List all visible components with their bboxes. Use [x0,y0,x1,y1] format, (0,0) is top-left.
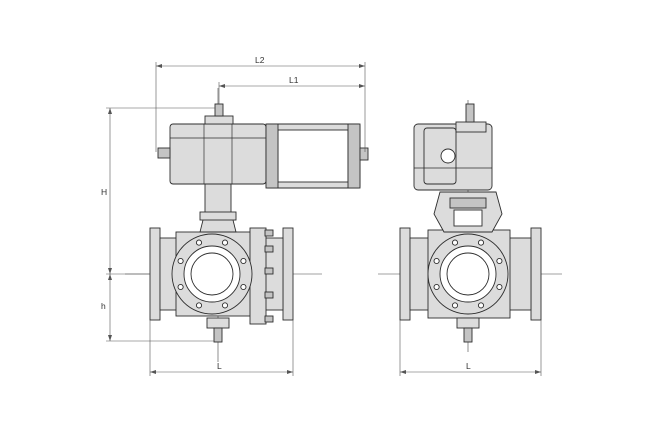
bolt-hole [195,302,203,309]
front-left-flange [149,227,161,321]
front-view [125,88,369,362]
front-neck [199,179,237,233]
front-right-flange [282,227,294,321]
bolt-hole [477,239,485,246]
dim-L2-label: L2 [255,55,265,65]
bolt-hole [240,257,247,265]
side-position-indicator [465,103,475,123]
dim-L-front-label: L [217,361,222,371]
front-bore [190,252,234,296]
dim-H-label: H [101,187,107,197]
dim-h-label: h [101,301,106,311]
front-neck-collar [199,211,237,221]
side-bottom-boss [456,317,480,329]
side-bore [446,252,490,296]
bolt-hole [433,257,440,265]
front-right-end-stop [359,147,369,161]
front-actuator-top-cap [204,115,234,125]
bolt-hole [433,283,440,291]
side-left-flange [399,227,411,321]
dim-L1-label: L1 [289,75,299,85]
front-side-bonnet-bolts [264,229,274,323]
bolt-hole [477,302,485,309]
side-actuator-port [440,148,456,164]
bolt-hole [451,302,459,309]
bolt-hole [496,257,503,265]
front-position-indicator [214,103,224,117]
bolt-hole [221,302,229,309]
bolt-hole [240,283,247,291]
side-view [378,100,562,352]
front-flange-bolt-holes [177,239,247,309]
front-bottom-plug [213,327,223,343]
side-right-flange [530,227,542,321]
dim-L-side-label: L [466,361,471,371]
front-dimensions: L2 L1 H h L [101,55,366,376]
bolt-hole [496,283,503,291]
bolt-hole [195,239,203,246]
bolt-hole [177,257,184,265]
bolt-hole [451,239,459,246]
bolt-hole [177,283,184,291]
bolt-hole [221,239,229,246]
side-flange-bolt-holes [433,239,503,309]
side-bottom-plug [463,327,473,343]
side-dimensions: L [399,320,542,376]
front-left-end-stop [157,147,171,159]
front-cylinder-barrel [277,129,349,183]
front-bottom-boss [206,317,230,329]
front-actuator-housing [169,123,267,185]
